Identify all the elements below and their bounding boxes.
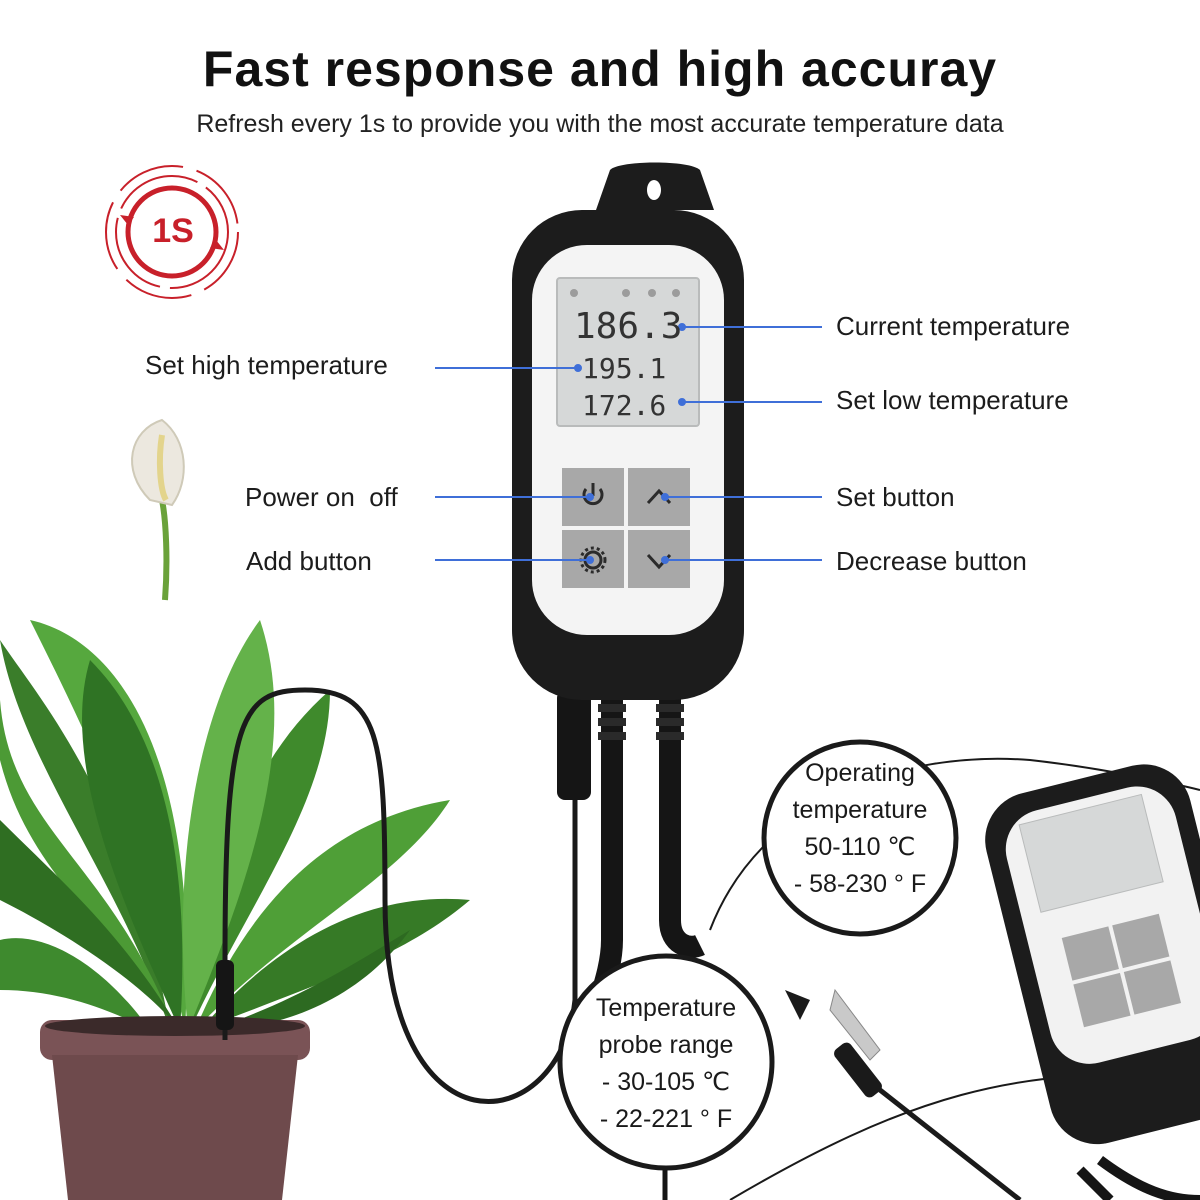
page-subtitle: Refresh every 1s to provide you with the…	[196, 110, 1004, 138]
operating-temperature-callout: Operating temperature 50-110 ℃ - 58-230 …	[770, 755, 950, 903]
refresh-badge-label: 1S	[152, 212, 194, 250]
operating-callout-circle	[761, 739, 959, 937]
probe-callout-circle	[557, 953, 775, 1171]
label-add-button: Add button	[246, 546, 372, 576]
device-body	[512, 162, 744, 700]
probe-line-4: - 22-221 ° F	[599, 1105, 733, 1133]
probe-line-2: probe range	[598, 1031, 734, 1059]
device-inset	[985, 764, 1200, 1200]
label-set-low-temperature: Set low temperature	[836, 385, 1069, 415]
plant-flower	[131, 418, 185, 601]
probe-tip	[785, 988, 1022, 1200]
leader-lines	[435, 323, 822, 564]
operating-line-1: Operating	[805, 759, 915, 787]
label-set-high-temperature: Set high temperature	[145, 350, 388, 380]
power-icon[interactable]	[582, 483, 604, 506]
probe-line-3: - 30-105 ℃	[601, 1068, 731, 1096]
plant-pot	[40, 1016, 310, 1200]
lcd-panel	[556, 277, 700, 427]
lcd-current-temperature: 186.3	[574, 306, 683, 347]
label-decrease-button: Decrease button	[836, 546, 1027, 576]
operating-line-3: 50-110 ℃	[804, 833, 916, 861]
label-set-button: Set button	[836, 482, 955, 512]
page-title: Fast response and high accuray	[202, 41, 998, 97]
label-power: Power on off	[245, 482, 398, 512]
probe-cable	[216, 687, 578, 1104]
refresh-icon	[105, 165, 239, 299]
lcd-low-temperature: 172.6	[582, 389, 667, 422]
probe-range-callout: Temperature probe range - 30-105 ℃ - 22-…	[570, 990, 762, 1138]
operating-line-2: temperature	[792, 796, 928, 824]
lcd-high-temperature: 195.1	[582, 352, 667, 385]
probe-line-1: Temperature	[595, 994, 737, 1022]
plant-leaves	[0, 620, 470, 1030]
label-current-temperature: Current temperature	[836, 311, 1071, 341]
operating-line-4: - 58-230 ° F	[793, 870, 927, 898]
